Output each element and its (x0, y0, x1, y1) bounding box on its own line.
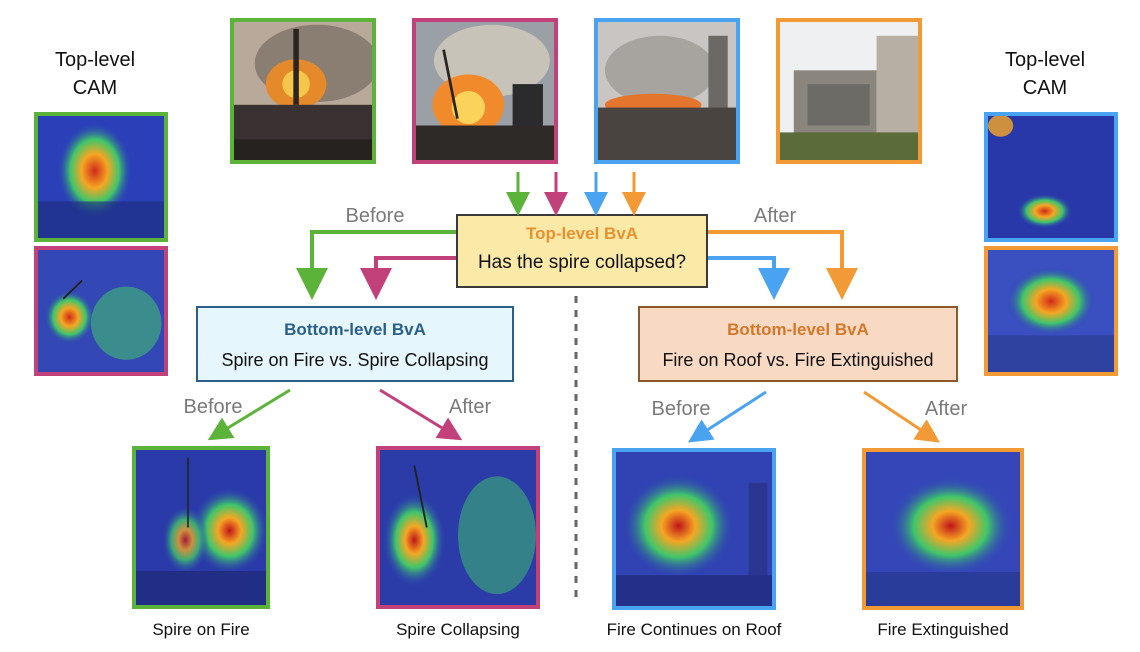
bottom-cam-fire-continues (612, 448, 776, 610)
arrow-label-left-before: Before (183, 396, 243, 418)
arrow-label-right-after: After (924, 398, 968, 420)
caption-fire-extinguished: Fire Extinguished (877, 620, 1009, 639)
bottom-right-bva-subtitle: Fire on Roof vs. Fire Extinguished (662, 350, 934, 370)
bottom-left-bva-title: Bottom-level BvA (284, 320, 426, 339)
top-level-bva-box: Top-level BvA Has the spire collapsed? (456, 214, 708, 288)
arrow-top-to-right-orange (708, 230, 858, 300)
arrow-top-to-right-blue (708, 256, 790, 300)
right-cam-blue (984, 112, 1118, 242)
arrow-label-top-before: Before (345, 205, 405, 227)
left-label-line1: Top-level (54, 49, 136, 71)
caption-spire-collapsing: Spire Collapsing (396, 620, 520, 639)
right-top-level-cam-label: Top-level CAM (990, 46, 1100, 102)
top-photo-spire-collapsing (412, 18, 558, 164)
bottom-cam-fire-extinguished (862, 448, 1024, 610)
bottom-right-bva-box: Bottom-level BvA Fire on Roof vs. Fire E… (638, 306, 958, 382)
arrow-top-to-left-magenta (360, 256, 456, 300)
top-photo-fire-extinguished (776, 18, 922, 164)
left-cam-magenta (34, 246, 168, 376)
bottom-right-bva-title: Bottom-level BvA (727, 320, 869, 339)
bottom-left-bva-subtitle: Spire on Fire vs. Spire Collapsing (221, 350, 489, 370)
left-cam-green (34, 112, 168, 242)
arrow-label-left-after: After (448, 396, 492, 418)
arrow-label-right-before: Before (651, 398, 711, 420)
top-photo-spire-on-fire (230, 18, 376, 164)
top-level-bva-question: Has the spire collapsed? (477, 252, 687, 273)
arrow-top-to-left-green (296, 230, 456, 300)
left-top-level-cam-label: Top-level CAM (40, 46, 150, 102)
right-label-line2: CAM (1022, 77, 1068, 99)
right-cam-orange (984, 246, 1118, 376)
bottom-left-bva-box: Bottom-level BvA Spire on Fire vs. Spire… (196, 306, 514, 382)
bottom-cam-spire-on-fire (132, 446, 270, 609)
arrow-label-top-after: After (753, 205, 797, 227)
bottom-cam-spire-collapsing (376, 446, 540, 609)
left-label-line2: CAM (72, 77, 118, 99)
top-level-bva-title: Top-level BvA (525, 224, 639, 243)
caption-spire-on-fire: Spire on Fire (152, 620, 250, 639)
caption-fire-continues: Fire Continues on Roof (606, 620, 782, 639)
right-label-line1: Top-level (1004, 49, 1086, 71)
top-photo-fire-on-roof (594, 18, 740, 164)
